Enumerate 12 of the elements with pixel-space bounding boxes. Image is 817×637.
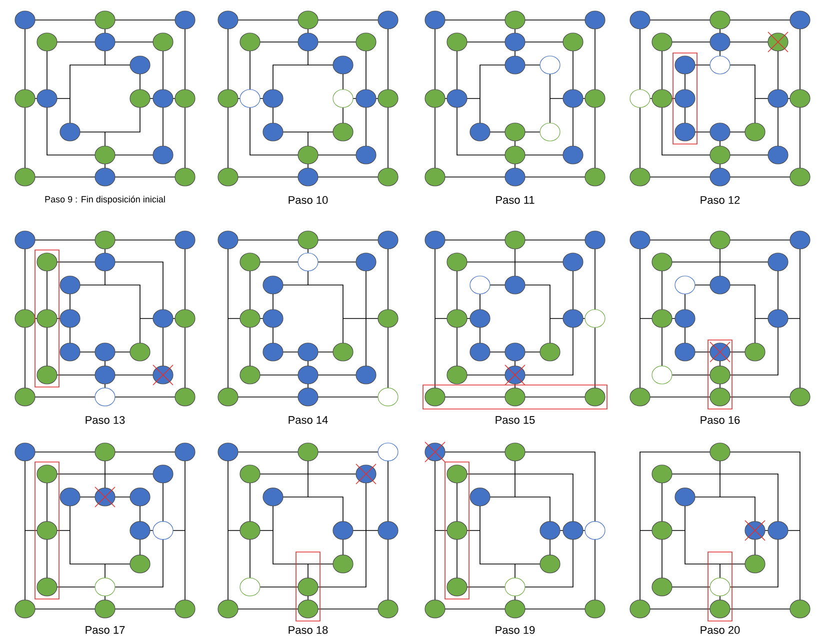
step-caption: Paso 10	[288, 196, 328, 204]
step-caption: Paso 9 : Fin disposición inicial	[45, 196, 165, 204]
step-caption: Paso 15	[496, 416, 535, 424]
step-caption: Paso 13	[86, 416, 125, 424]
step-caption: Paso 14	[288, 416, 328, 424]
step-caption: Paso 16	[700, 416, 740, 424]
step-caption: Paso 11	[496, 196, 534, 204]
step-caption: Paso 12	[700, 196, 740, 204]
step-caption: Paso 19	[496, 626, 535, 634]
step-caption: Paso 17	[86, 626, 125, 634]
step-caption: Paso 20	[700, 626, 740, 634]
step-caption: Paso 18	[288, 626, 328, 634]
